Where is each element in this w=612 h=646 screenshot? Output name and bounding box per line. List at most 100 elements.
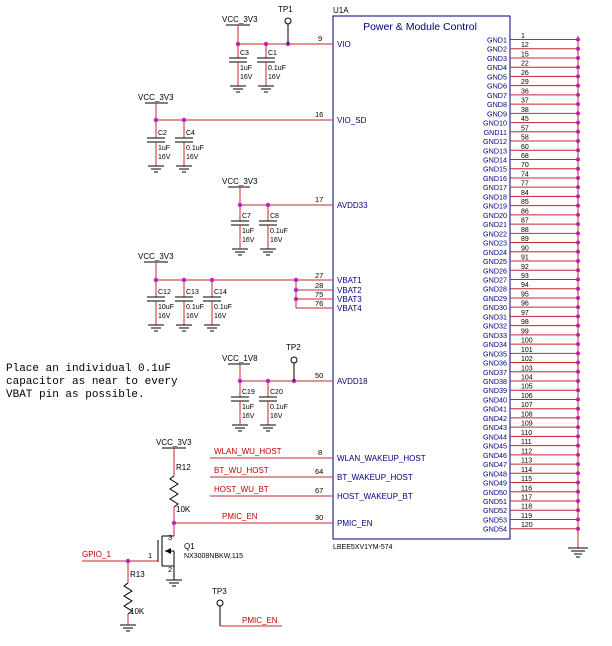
pin-num: 76 [315,299,323,308]
ic-ref: U1A [333,6,349,15]
gnd-pin-name: GND18 [483,192,507,201]
cap-voltage: 16V [242,237,255,244]
gnd-pin-name: GND51 [483,497,507,506]
pin-name: VBAT4 [337,304,362,313]
gnd-pin-name: GND52 [483,506,507,515]
left-pin-wires [156,43,333,524]
cap-value: 0.1uF [186,145,204,152]
q1-pin-source: 2 [168,565,172,574]
cap-value: 0.1uF [270,404,288,411]
q1-ref: Q1 [184,542,195,551]
gnd-pin-num: 118 [521,504,532,511]
cap-voltage: 16V [268,74,281,81]
gnd-pin-num: 95 [521,291,529,298]
pin-name: BT_WAKEUP_HOST [337,473,413,482]
gnd-pin-num: 37 [521,98,529,105]
net-bt-wu-host: BT_WU_HOST [214,466,269,475]
cap-value: 1uF [240,65,252,72]
gnd-pin-name: GND8 [487,100,507,109]
pin-num: 28 [315,281,323,290]
pin-num: 17 [315,195,323,204]
gnd-pin-num: 92 [521,264,529,271]
ic-body [332,15,511,540]
gnd-pin-name: GND37 [483,368,507,377]
gnd-pin-name: GND42 [483,414,507,423]
cap-ref: C1 [268,50,277,57]
r13-value: 10K [130,607,145,616]
note-line: capacitor as near to every [6,376,178,388]
gnd-pin-name: GND36 [483,359,507,368]
gnd-pin-num: 97 [521,310,529,317]
gnd-pin-name: GND2 [487,45,507,54]
gnd-pin-num: 107 [521,402,533,409]
capacitors: C31uF16VC10.1uF16VC21uF16VC40.1uF16VC71u… [147,44,288,432]
gnd-pin-num: 102 [521,356,533,363]
vio-sd-section: VCC_3V3 [138,93,187,123]
ic-title: Power & Module Control [363,21,477,33]
pin-name: AVDD33 [337,201,368,210]
gnd-pin-num: 68 [521,153,529,160]
tp3-label: TP3 [212,587,227,596]
pin-num: 64 [315,467,323,476]
pmic-enable-circuit: VCC_3V3 R12 10K 3 2 1 Q1 NX3008NBKW,115 [82,438,243,632]
gnd-pin-num: 89 [521,236,529,243]
gnd-pin-num: 96 [521,301,529,308]
pin-name: HOST_WAKEUP_BT [337,492,413,501]
gnd-pin-name: GND26 [483,266,507,275]
gnd-pin-num: 87 [521,218,529,225]
cap-value: 0.1uF [214,304,232,311]
gnd-pin-name: GND27 [483,275,507,284]
cap-voltage: 16V [240,74,253,81]
vcc-3v3-label: VCC_3V3 [222,15,258,24]
gnd-pin-name: GND4 [487,63,507,72]
gnd-pin-name: GND54 [483,525,507,534]
pin-num: 8 [318,448,322,457]
gnd-pin-num: 36 [521,88,529,95]
cap-value: 1uF [242,228,254,235]
gnd-pin-name: GND53 [483,515,507,524]
gnd-pin-name: GND44 [483,432,507,441]
gnd-pin-name: GND21 [483,220,507,229]
gnd-pin-num: 74 [521,171,529,178]
pin-name: VBAT3 [337,295,362,304]
vbat-junctions [293,277,299,302]
gnd-pin-name: GND13 [483,146,507,155]
net-gpio-1: GPIO_1 [82,550,111,559]
gnd-pin-name: GND48 [483,469,507,478]
gnd-pin-num: 99 [521,328,529,335]
gnd-pin-num: 117 [521,495,532,502]
gnd-pin-name: GND34 [483,340,507,349]
gnd-pin-name: GND20 [483,211,507,220]
gnd-pin-num: 85 [521,199,529,206]
gnd-pin-num: 108 [521,411,533,418]
cap-voltage: 16V [242,413,255,420]
vcc-3v3-label: VCC_3V3 [156,438,192,447]
gnd-pin-name: GND6 [487,82,507,91]
gnd-pin-name: GND5 [487,72,507,81]
tp3-test-point: TP3 PMIC_EN [212,587,282,627]
cap-voltage: 16V [186,313,199,320]
gnd-pin-num: 109 [521,421,533,428]
cap-ref: C4 [186,130,195,137]
pin-name: VBAT2 [337,286,362,295]
gnd-pin-name: GND19 [483,202,507,211]
pin-num: 67 [315,486,323,495]
gnd-pin-num: 58 [521,135,529,142]
cap-voltage: 16V [270,413,283,420]
pin-name: VIO [337,40,351,49]
cap-value: 1uF [158,145,170,152]
gnd-pin-name: GND24 [483,248,507,257]
gnd-pin-num: 88 [521,227,529,234]
net-wlan-wu-host: WLAN_WU_HOST [214,447,282,456]
r13-ref: R13 [130,570,145,579]
gnd-pin-num: 113 [521,458,532,465]
r12-value: 10K [176,505,191,514]
cap-ref: C8 [270,213,279,220]
